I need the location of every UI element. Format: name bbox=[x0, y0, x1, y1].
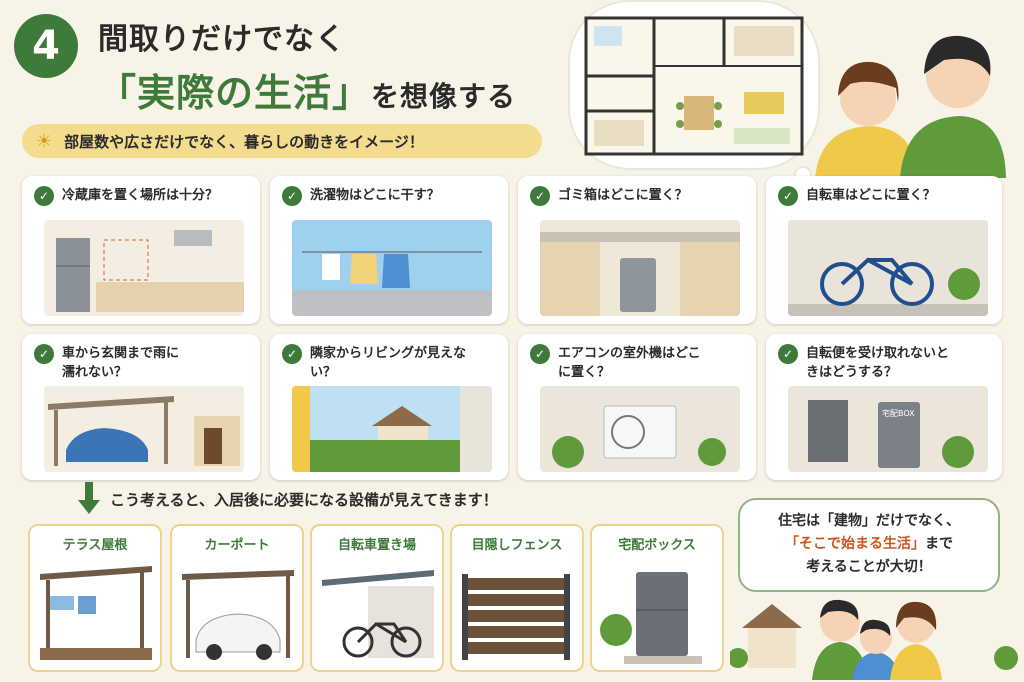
down-arrow-icon bbox=[78, 482, 100, 516]
equipment-label: テラス屋根 bbox=[62, 538, 128, 553]
question-card: ✓ 隣家からリビングが見えない？ bbox=[270, 334, 508, 480]
trash-bin-kitchen-icon bbox=[540, 220, 740, 316]
equipment-label: カーポート bbox=[204, 538, 270, 553]
message-line-2: 「そこで始まる生活」まで bbox=[740, 533, 998, 556]
question-text: エアコンの室外機はどこに置く？ bbox=[558, 346, 701, 380]
privacy-fence-icon bbox=[462, 574, 570, 660]
question-text: 洗濯物はどこに干す？ bbox=[310, 188, 440, 203]
window-neighbor-house-icon bbox=[292, 386, 492, 472]
question-card: ✓ 冷蔵庫を置く場所は十分？ bbox=[22, 176, 260, 324]
floor-plan-icon bbox=[584, 16, 804, 156]
question-text: ゴミ箱はどこに置く？ bbox=[558, 188, 688, 203]
question-text: 車から玄関まで雨に濡れない？ bbox=[62, 346, 180, 380]
laundry-balcony-icon bbox=[292, 220, 492, 316]
question-card: ✓ エアコンの室外機はどこに置く？ bbox=[518, 334, 756, 480]
question-card: ✓ 自転車はどこに置く？ bbox=[766, 176, 1002, 324]
check-icon: ✓ bbox=[530, 186, 550, 206]
question-card: ✓ 自転便を受け取れないときはどうする？ 宅配BOX bbox=[766, 334, 1002, 480]
conclusion-text: こう考えると、入居後に必要になる設備が見えてきます！ bbox=[110, 490, 498, 509]
lightbulb-icon: ☀ bbox=[36, 130, 53, 152]
question-card: ✓ 洗濯物はどこに干す？ bbox=[270, 176, 508, 324]
family-house-illustration bbox=[730, 599, 1018, 680]
check-icon: ✓ bbox=[530, 344, 550, 364]
question-text: 自転便を受け取れないときはどうする？ bbox=[806, 346, 950, 380]
equipment-card: 宅配ボックス bbox=[590, 524, 724, 672]
subtitle-text: 部屋数や広さだけでなく、暮らしの動きをイメージ！ bbox=[64, 132, 424, 151]
title-suffix: を想像する bbox=[371, 80, 517, 113]
refrigerator-kitchen-icon bbox=[44, 220, 244, 316]
closing-message: 住宅は「建物」だけでなく、 「そこで始まる生活」まで 考えることが大切！ bbox=[738, 498, 1000, 592]
equipment-card: テラス屋根 bbox=[28, 524, 162, 672]
bicycle-entrance-icon bbox=[788, 220, 988, 316]
check-icon: ✓ bbox=[34, 344, 54, 364]
question-text: 隣家からリビングが見えない？ bbox=[310, 346, 467, 380]
message-suffix: まで bbox=[925, 536, 953, 552]
check-icon: ✓ bbox=[34, 186, 54, 206]
conclusion-row: こう考えると、入居後に必要になる設備が見えてきます！ bbox=[78, 482, 498, 516]
question-text: 自転車はどこに置く？ bbox=[806, 188, 936, 203]
equipment-card: 目隠しフェンス bbox=[450, 524, 584, 672]
equipment-label: 目隠しフェンス bbox=[471, 538, 563, 553]
delivery-box-label: 宅配BOX bbox=[882, 408, 915, 418]
bicycle-shelter-icon bbox=[322, 570, 434, 658]
step-number-badge: 4 bbox=[14, 14, 78, 78]
check-icon: ✓ bbox=[282, 344, 302, 364]
title-highlight: 「実際の生活」 bbox=[98, 71, 372, 115]
equipment-label: 宅配ボックス bbox=[618, 538, 696, 553]
delivery-box-icon: 宅配BOX bbox=[788, 386, 988, 472]
carport-icon bbox=[182, 570, 294, 660]
message-line-3: 考えることが大切！ bbox=[806, 559, 932, 575]
question-text: 冷蔵庫を置く場所は十分？ bbox=[62, 188, 219, 203]
terrace-roof-icon bbox=[40, 566, 152, 660]
parcel-box-icon bbox=[600, 572, 702, 664]
subtitle-banner: ☀ 部屋数や広さだけでなく、暮らしの動きをイメージ！ bbox=[22, 124, 542, 158]
carport-car-icon bbox=[44, 386, 244, 472]
equipment-label: 自転車置き場 bbox=[337, 538, 416, 553]
ac-outdoor-unit-icon bbox=[540, 386, 740, 472]
equipment-card: カーポート bbox=[170, 524, 304, 672]
question-card: ✓ ゴミ箱はどこに置く？ bbox=[518, 176, 756, 324]
question-card: ✓ 車から玄関まで雨に濡れない？ bbox=[22, 334, 260, 480]
check-icon: ✓ bbox=[778, 186, 798, 206]
title-line-2: 「実際の生活」を想像する bbox=[98, 62, 516, 117]
check-icon: ✓ bbox=[778, 344, 798, 364]
message-highlight: 「そこで始まる生活」 bbox=[785, 536, 925, 552]
thinking-couple-illustration bbox=[815, 35, 1006, 178]
check-icon: ✓ bbox=[282, 186, 302, 206]
title-line-1: 間取りだけでなく bbox=[98, 22, 346, 57]
message-line-1: 住宅は「建物」だけでなく、 bbox=[778, 513, 960, 529]
equipment-card: 自転車置き場 bbox=[310, 524, 444, 672]
